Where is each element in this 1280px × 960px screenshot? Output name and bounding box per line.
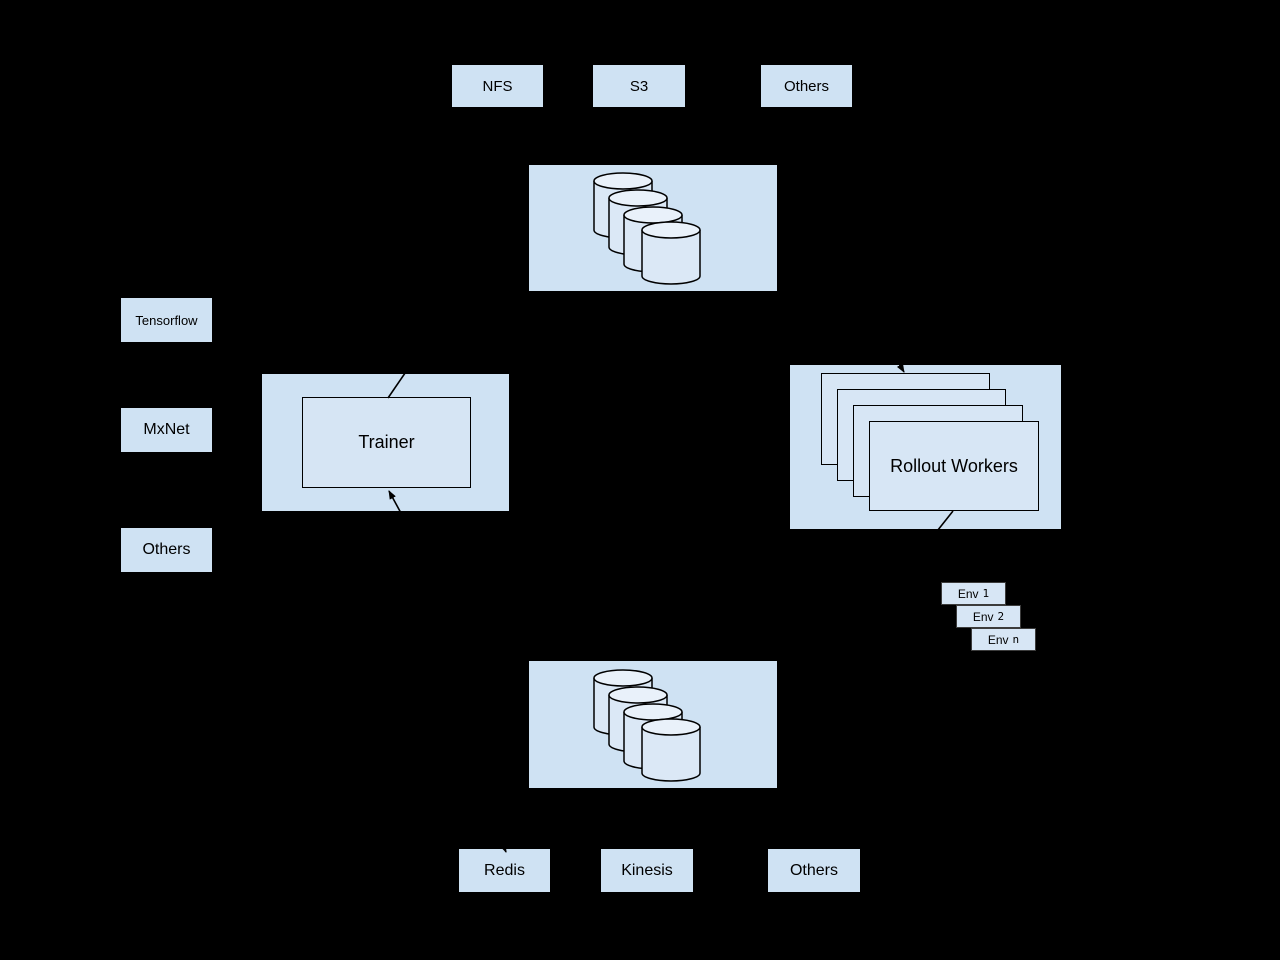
env-label: Env bbox=[987, 632, 1009, 647]
trainer-group: Trainer bbox=[262, 374, 509, 511]
node-nfs: NFS bbox=[452, 65, 543, 107]
node-mxnet: MxNet bbox=[121, 408, 212, 452]
node-others-left: Others bbox=[121, 528, 212, 572]
node-kinesis: Kinesis bbox=[601, 849, 693, 892]
storage-cluster-top bbox=[529, 165, 777, 291]
env-label: Env bbox=[972, 609, 994, 624]
cylinder-icon bbox=[641, 718, 701, 782]
database-cylinders-icon bbox=[593, 172, 701, 285]
trainer-box: Trainer bbox=[302, 397, 471, 488]
node-env-1: Env 1 bbox=[941, 582, 1006, 605]
env-index: n bbox=[1012, 633, 1020, 646]
rollout-workers-group: Rollout Workers bbox=[790, 365, 1061, 529]
cylinder-icon bbox=[641, 221, 701, 285]
database-cylinders-icon bbox=[593, 669, 701, 782]
node-s3: S3 bbox=[593, 65, 685, 107]
rollout-workers-box: Rollout Workers bbox=[869, 421, 1039, 511]
rollout-workers-label: Rollout Workers bbox=[890, 455, 1018, 476]
node-others-bottom: Others bbox=[768, 849, 860, 892]
node-others-top: Others bbox=[761, 65, 852, 107]
env-index: 1 bbox=[982, 587, 990, 600]
storage-cluster-bottom bbox=[529, 661, 777, 788]
node-redis: Redis bbox=[459, 849, 550, 892]
trainer-label: Trainer bbox=[358, 432, 415, 452]
node-tensorflow: Tensorflow bbox=[121, 298, 212, 342]
node-env-2: Env 2 bbox=[956, 605, 1021, 628]
env-label: Env bbox=[957, 586, 979, 601]
env-index: 2 bbox=[997, 610, 1005, 623]
node-env-n: Env n bbox=[971, 628, 1036, 651]
